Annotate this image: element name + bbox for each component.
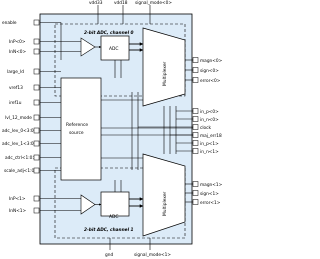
pin-magn-1: magn<1> xyxy=(200,182,223,188)
pin-signal-mode-1: signal_mode<1> xyxy=(134,252,171,258)
pin-vref13: vref13 xyxy=(9,85,23,91)
reference-source-label-2: source xyxy=(69,130,84,136)
left-pin-terminals xyxy=(33,19,81,214)
adc-1-block xyxy=(100,191,130,217)
pin-sign-0: sign<0> xyxy=(200,68,219,74)
pin-maj-err18: maj_err18 xyxy=(200,133,222,139)
adc-1-label: ADC xyxy=(109,214,118,220)
pin-in-n-1: in_n<1> xyxy=(200,149,219,155)
pin-gnd: gnd xyxy=(105,252,113,258)
channel-1-label: 2-bit ADC, channel 1 xyxy=(84,227,134,233)
adc-block-diagram: 2-bit ADC, channel 0 2-bit ADC, channel … xyxy=(2,0,223,258)
multiplexer-1-label: Multiplexer xyxy=(162,191,168,216)
amp-1 xyxy=(80,194,96,215)
top-pins: vdd33 vdd18 signal_mode<0> xyxy=(89,0,172,24)
right-pins-ch0: magn<0> sign<0> error<0> xyxy=(185,57,223,84)
right-pins-mid: in_p<0> in_n<0> clock maj_err18 in_p<1> … xyxy=(138,108,222,155)
pin-vdd18: vdd18 xyxy=(114,0,128,6)
channel-0-label: 2-bit ADC, channel 0 xyxy=(84,30,134,36)
adc-0-label: ADC xyxy=(109,46,118,52)
pin-magn-0: magn<0> xyxy=(200,58,223,64)
pin-iref1u: iref1u xyxy=(9,100,22,106)
pin-inn-1: InN<1> xyxy=(9,208,27,214)
bottom-pins: gnd signal_mode<1> xyxy=(105,238,171,258)
internal-wiring xyxy=(101,92,198,170)
pin-adc-lev-0: adc_lev_0<3:0> xyxy=(2,128,38,134)
pin-in-n-0: in_n<0> xyxy=(200,117,219,123)
multiplexer-1-block xyxy=(142,153,186,237)
pin-adc-lev-1: adc_lev_1<3:0> xyxy=(2,141,38,147)
pin-inp-1: InP<1> xyxy=(9,196,26,202)
pin-lvl-12-mode: lvl_12_mode xyxy=(5,115,32,121)
pin-in-p-1: in_p<1> xyxy=(200,141,219,147)
reference-source-label-1: Reference xyxy=(66,122,88,128)
pin-adc-ctrl: adc_ctrl<1:0> xyxy=(5,155,36,161)
left-pins: enable InP<0> InN<0> large_ld vref13 ire… xyxy=(2,20,38,214)
multiplexer-0-label: Multiplexer xyxy=(162,61,168,86)
reference-source-block xyxy=(60,77,102,181)
pin-error-0: error<0> xyxy=(200,78,221,84)
adc-0-block xyxy=(100,35,130,61)
pin-large-ld: large_ld xyxy=(7,69,24,75)
amp-0 xyxy=(80,37,96,57)
pin-error-1: error<1> xyxy=(200,200,221,206)
pin-sign-1: sign<1> xyxy=(200,191,219,197)
pin-inp-0: InP<0> xyxy=(9,39,26,45)
multiplexer-0-block xyxy=(142,27,186,107)
pin-scale-adj: scale_adj<1:0> xyxy=(4,168,38,174)
pin-clock: clock xyxy=(200,125,212,131)
pin-signal-mode-0: signal_mode<0> xyxy=(135,0,172,6)
pin-enable: enable xyxy=(2,20,17,26)
pin-inn-0: InN<0> xyxy=(9,49,27,55)
right-pins-ch1: magn<1> sign<1> error<1> xyxy=(185,181,223,206)
pin-vdd33: vdd33 xyxy=(89,0,103,6)
pin-in-p-0: in_p<0> xyxy=(200,109,219,115)
